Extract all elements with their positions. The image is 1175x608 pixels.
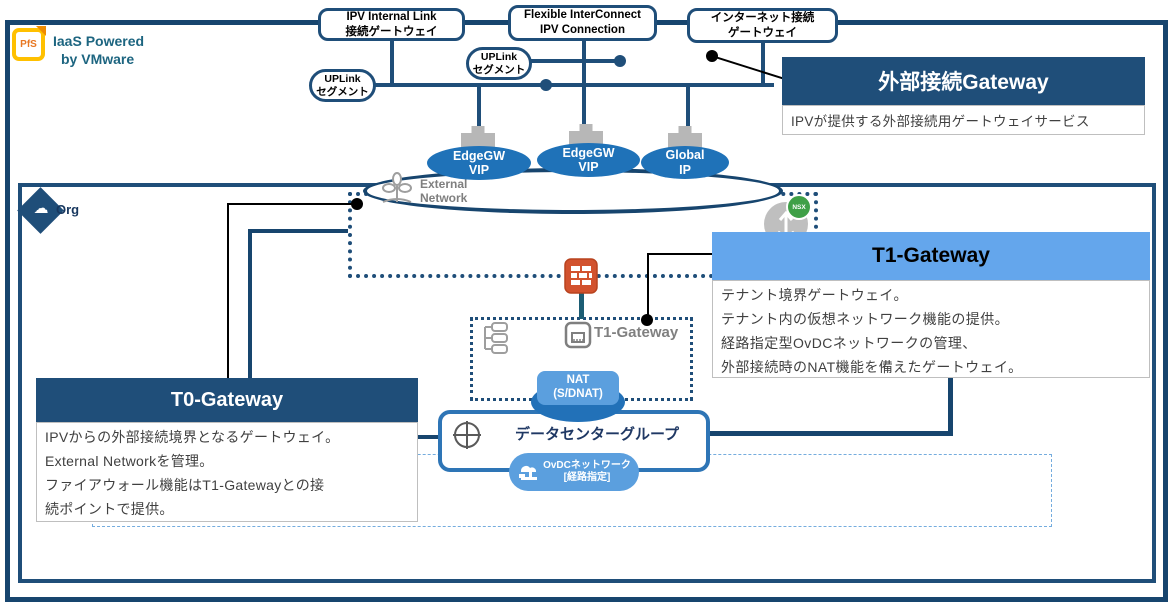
uplink-1-line1: UPLink xyxy=(324,73,361,86)
box-flexible-interconnect: Flexible InterConnect IPV Connection xyxy=(508,5,657,41)
edge-appliance-icon-2 xyxy=(569,124,603,146)
edgegw-vip-1: EdgeGW VIP xyxy=(427,146,531,180)
bus-junction-dot xyxy=(540,79,552,91)
global-ip-line2: IP xyxy=(679,162,691,177)
t1-callout-line1: テナント境界ゲートウェイ。 xyxy=(721,287,908,303)
pfs-logo-fold-icon xyxy=(36,26,46,36)
network-segments-icon xyxy=(477,322,511,354)
nsx-badge: NSX xyxy=(786,194,812,220)
edgegw-vip-1-line2: VIP xyxy=(468,163,490,177)
ovdc-network-icon xyxy=(509,461,541,483)
t1-pointer-line-v xyxy=(647,253,649,320)
external-network-label: External Network xyxy=(420,177,467,206)
edge-appliance-tab-3 xyxy=(678,126,692,134)
connector-edgegw1 xyxy=(477,87,481,132)
datacenter-group-title: データセンターグループ xyxy=(514,426,680,443)
uplink-2-line1: UPLink xyxy=(480,51,518,64)
t0-gateway-callout-body: IPVからの外部接続境界となるゲートウェイ。 External Networkを… xyxy=(36,422,418,522)
global-ip-line1: Global xyxy=(665,148,705,163)
ovdc-network-label: OvDCネットワーク [経路指定] xyxy=(541,460,639,485)
external-network-line1: External xyxy=(420,177,468,191)
bus-end-dot xyxy=(614,55,626,67)
t1-callout-line4: 外部接続時のNAT機能を備えたゲートウェイ。 xyxy=(721,359,1023,375)
edgegw-vip-1-line1: EdgeGW xyxy=(452,148,506,163)
firewall-icon xyxy=(564,258,598,294)
edgegw-vip-2-line2: VIP xyxy=(578,160,599,174)
org-cloud-icon: ☁ xyxy=(33,200,49,217)
t1-pointer-line-h xyxy=(647,253,712,255)
nat-badge: NAT (S/DNAT) xyxy=(537,371,619,405)
uplink-segment-1: UPLink セグメント xyxy=(309,69,376,102)
bus-line-upper xyxy=(528,59,620,63)
product-name-line2: by VMware xyxy=(61,50,135,67)
t0-pointer-dot xyxy=(351,198,363,210)
connector-globalip xyxy=(686,87,690,133)
nat-line2: (S/DNAT) xyxy=(553,388,603,400)
ovdc-network-badge: OvDCネットワーク [経路指定] xyxy=(509,453,639,491)
ovdc-line1: OvDCネットワーク xyxy=(543,459,631,471)
crosshair-icon xyxy=(452,420,482,450)
org-label: Org xyxy=(56,202,80,217)
global-ip: Global IP xyxy=(641,146,729,179)
box-flexible-interconnect-line2: IPV Connection xyxy=(540,24,625,36)
edge-appliance-tab-2 xyxy=(579,124,593,132)
t0-callout-line3: ファイアウォール機能はT1-Gatewayとの接 xyxy=(45,477,325,493)
bus-line-lower xyxy=(372,83,774,87)
t1-gateway-node-label: T1-Gateway xyxy=(594,324,679,341)
t1-pointer-dot xyxy=(641,314,653,326)
t0-callout-line2: External Networkを管理。 xyxy=(45,453,214,469)
edge-appliance-icon-1 xyxy=(461,126,495,148)
edgegw-vip-2-line1: EdgeGW xyxy=(562,145,615,160)
edge-appliance-icon-3 xyxy=(668,126,702,148)
nat-line1: NAT xyxy=(566,374,590,387)
uplink-segment-2: UPLink セグメント xyxy=(466,47,532,80)
t0-callout-line1: IPVからの外部接続境界となるゲートウェイ。 xyxy=(45,429,340,445)
box-ipv-internal-link-line1: IPV Internal Link xyxy=(346,10,437,23)
t0-pointer-line-h xyxy=(227,203,357,205)
nsx-badge-text: NSX xyxy=(792,203,806,211)
route-line-t1-down xyxy=(948,378,953,436)
route-line-to-dc-right xyxy=(710,431,953,436)
t1-callout-line3: 経路指定型OvDCネットワークの管理、 xyxy=(721,335,977,351)
box-ipv-internal-link-line2: 接続ゲートウェイ xyxy=(345,25,438,38)
product-name: IaaS Powered by VMware xyxy=(53,33,144,68)
t1-gateway-callout-title: T1-Gateway xyxy=(712,232,1150,280)
box-ipv-internal-link: IPV Internal Link 接続ゲートウェイ xyxy=(318,8,465,41)
connector-ipv-box xyxy=(390,40,394,85)
pfs-logo-text: PfS xyxy=(20,39,37,50)
t1-gateway-callout-body: テナント境界ゲートウェイ。 テナント内の仮想ネットワーク機能の提供。 経路指定型… xyxy=(712,280,1150,378)
t0-gateway-callout-title: T0-Gateway xyxy=(36,378,418,422)
network-fan-icon xyxy=(378,172,416,208)
ethernet-port-icon xyxy=(564,321,592,349)
uplink-1-line2: セグメント xyxy=(316,85,369,98)
edgegw-vip-2: EdgeGW VIP xyxy=(537,143,640,177)
ovdc-line2: [経路指定] xyxy=(563,472,611,483)
connector-internet-box xyxy=(761,42,765,85)
pfs-logo-icon: PfS xyxy=(12,28,45,61)
external-network-line2: Network xyxy=(420,191,468,206)
t0-pointer-line-v xyxy=(227,203,229,378)
firewall-connector xyxy=(579,292,584,319)
t1-callout-line2: テナント内の仮想ネットワーク機能の提供。 xyxy=(721,311,1009,327)
box-internet-gateway-line2: ゲートウェイ xyxy=(728,26,797,39)
box-flexible-interconnect-line1: Flexible InterConnect xyxy=(524,9,641,22)
uplink-2-line2: セグメント xyxy=(472,63,526,76)
t0-callout-line4: 続ポイントで提供。 xyxy=(45,501,174,517)
route-line-left-vertical xyxy=(248,229,252,437)
box-internet-gateway-line1: インターネット接続 xyxy=(710,11,815,24)
external-gateway-callout-body: IPVが提供する外部接続用ゲートウェイサービス xyxy=(782,105,1145,135)
route-line-left-horizontal xyxy=(248,229,348,233)
product-name-line1: IaaS Powered xyxy=(53,33,145,49)
external-gateway-callout-title: 外部接続Gateway xyxy=(782,57,1145,105)
edge-appliance-tab-1 xyxy=(471,126,485,134)
box-internet-gateway: インターネット接続 ゲートウェイ xyxy=(687,8,838,43)
